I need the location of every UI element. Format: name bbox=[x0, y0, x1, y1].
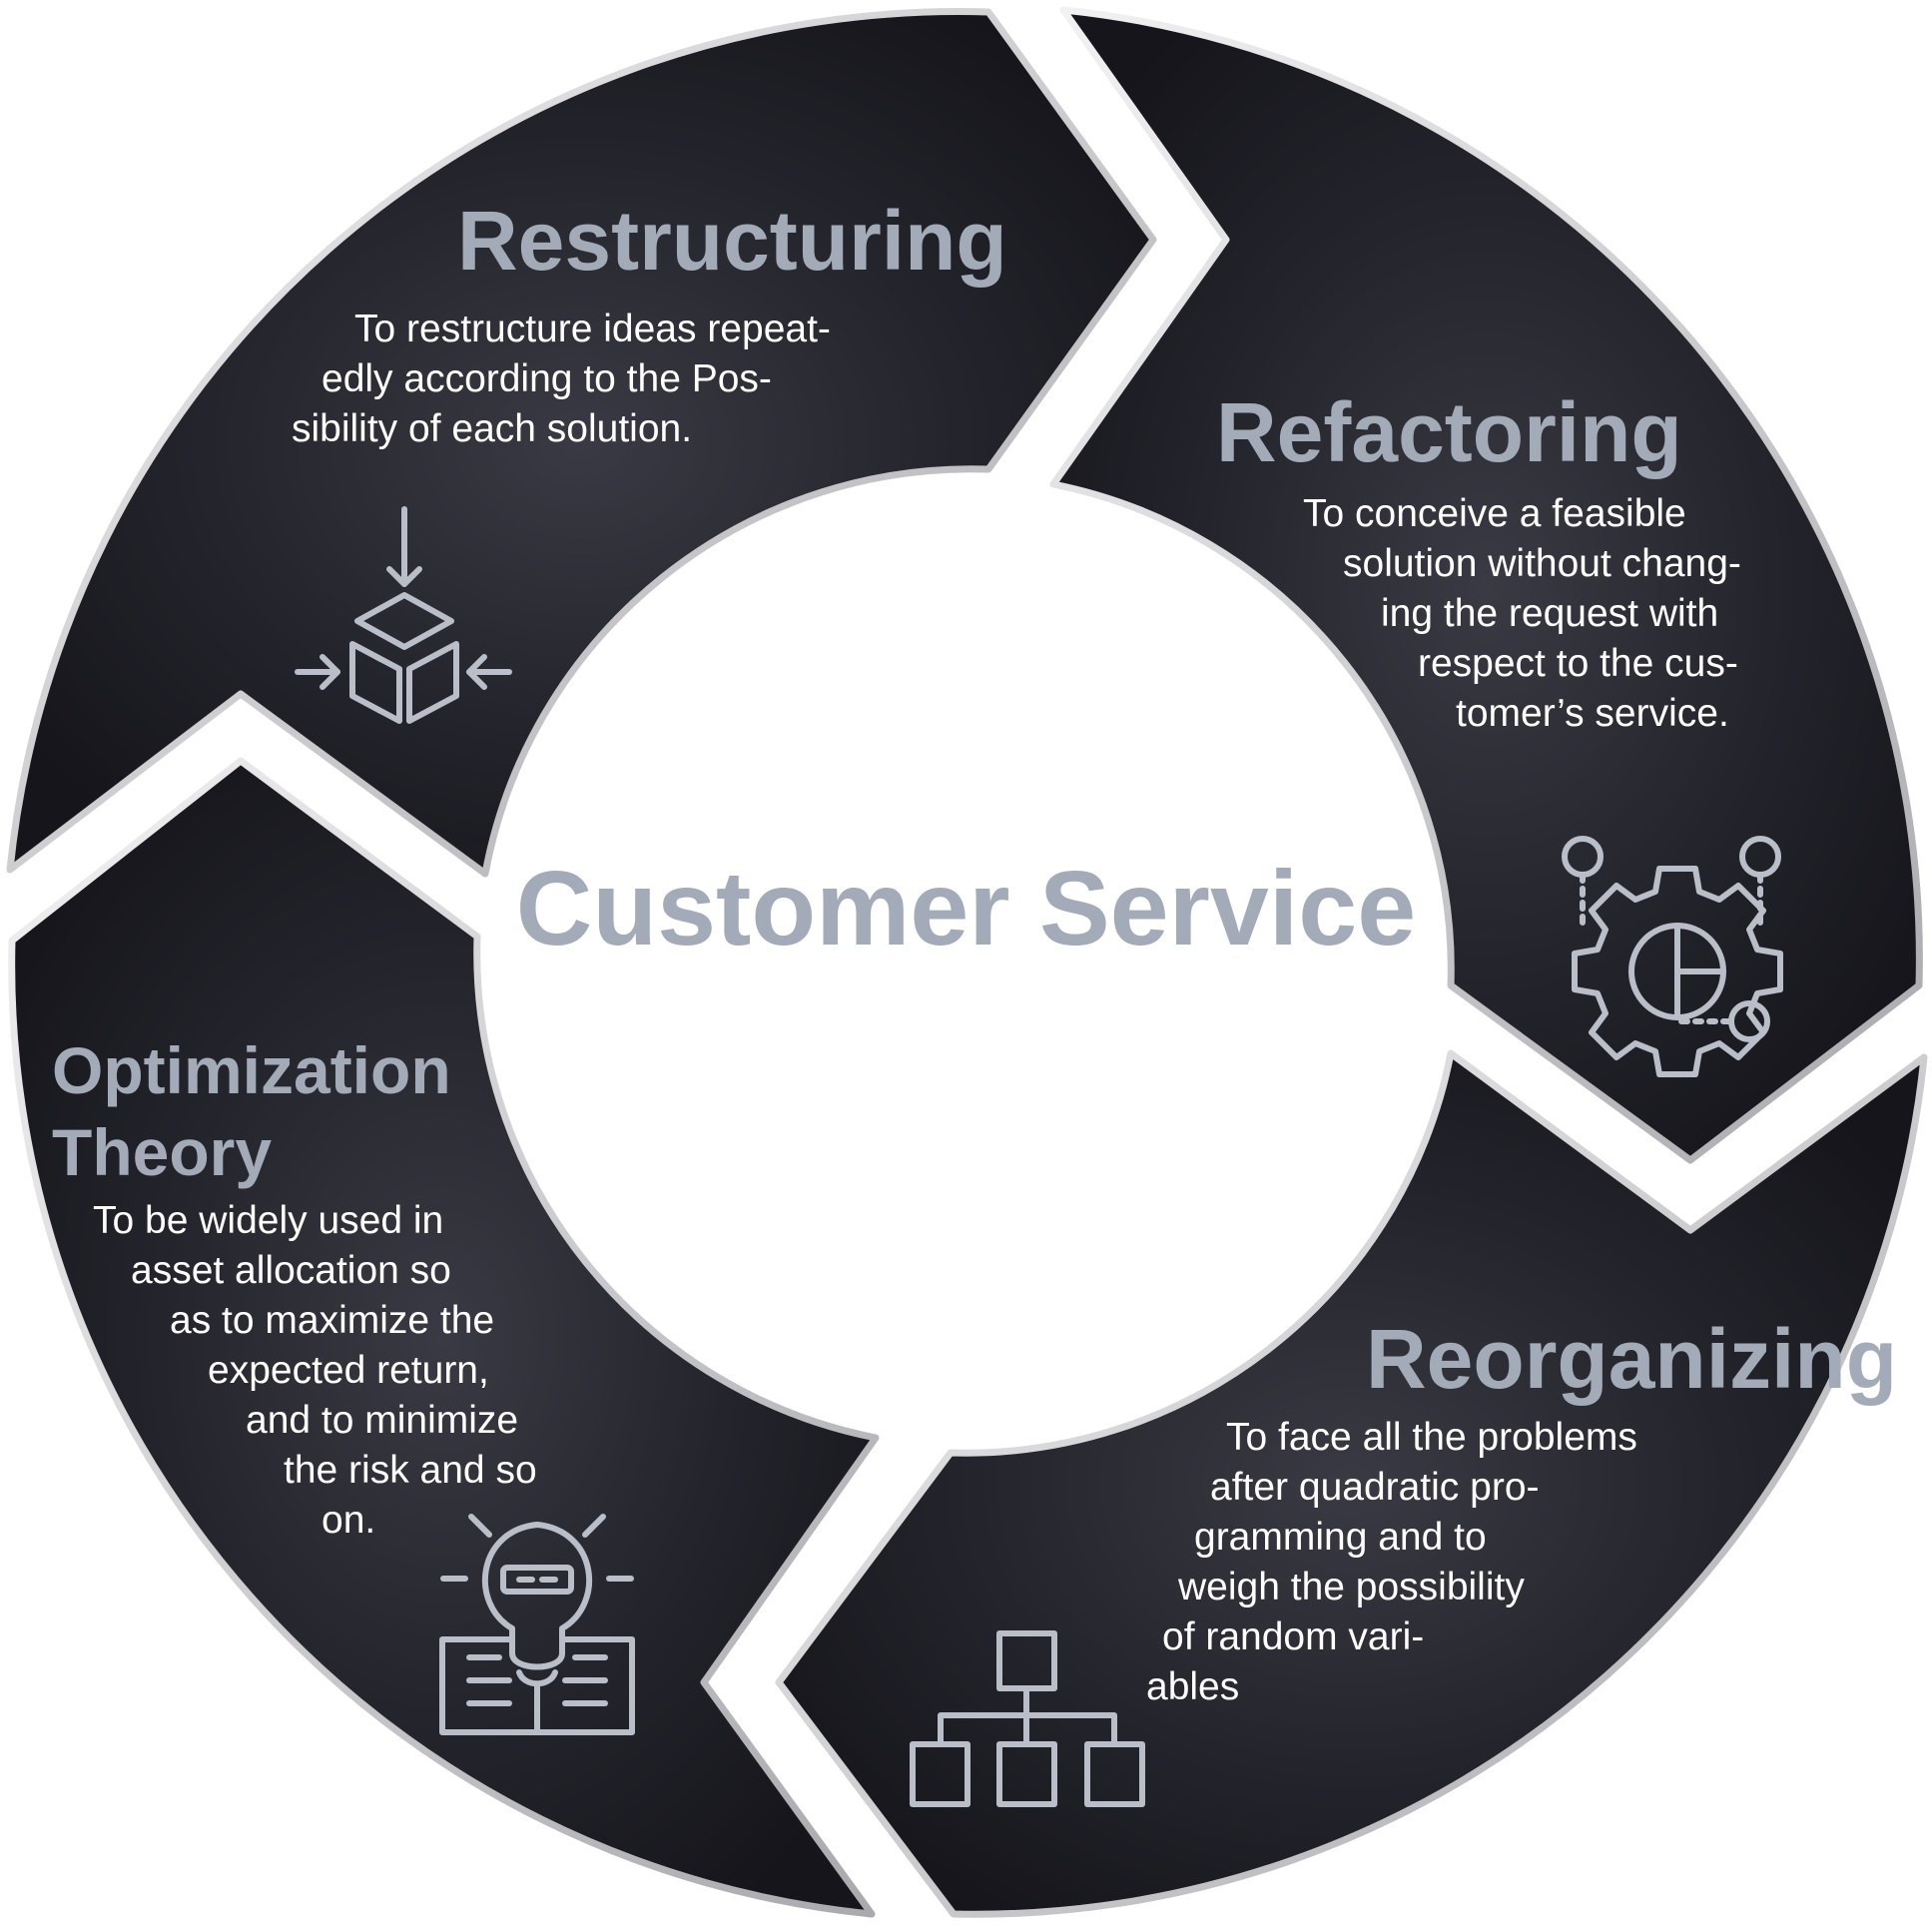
segment-refactoring bbox=[1049, 6, 1923, 1164]
optimization-title-line-1: Optimization bbox=[52, 1033, 451, 1107]
reorganizing-line-1: To face all the problems bbox=[1226, 1416, 1637, 1459]
refactoring-title: Refactoring bbox=[1216, 385, 1682, 479]
reorganizing-title: Reorganizing bbox=[1366, 1312, 1898, 1406]
reorganizing-line-3: gramming and to bbox=[1194, 1516, 1487, 1559]
refactoring-line-3: ing the request with bbox=[1381, 592, 1719, 635]
hierarchy-icon bbox=[910, 1630, 1145, 1807]
optimization-line-7: on. bbox=[322, 1499, 376, 1542]
reorganizing-line-4: weigh the possibility bbox=[1178, 1566, 1525, 1608]
optimization-line-5: and to minimize bbox=[246, 1399, 519, 1442]
reorganizing-line-6: ables bbox=[1146, 1665, 1240, 1708]
optimization-line-2: asset allocation so bbox=[131, 1249, 451, 1292]
segment-restructuring bbox=[6, 8, 1157, 878]
refactoring-line-5: tomer’s service. bbox=[1456, 692, 1729, 735]
restructuring-line-3: sibility of each solution. bbox=[292, 407, 693, 450]
gear-nodes-icon bbox=[1562, 836, 1783, 1077]
optimization-line-1: To be widely used in bbox=[93, 1199, 444, 1242]
optimization-line-6: the risk and so bbox=[284, 1449, 537, 1492]
optimization-line-4: expected return, bbox=[208, 1349, 489, 1392]
refactoring-line-1: To conceive a feasible bbox=[1303, 492, 1686, 535]
reorganizing-line-5: of random vari- bbox=[1162, 1615, 1425, 1658]
restructuring-line-1: To restructure ideas repeat- bbox=[354, 308, 831, 350]
segment-reorganizing bbox=[775, 1049, 1928, 1918]
reorganizing-line-2: after quadratic pro- bbox=[1210, 1466, 1540, 1509]
box-arrows-icon bbox=[295, 506, 512, 724]
lightbulb-book-icon bbox=[439, 1514, 635, 1735]
restructuring-title: Restructuring bbox=[457, 194, 1007, 288]
refactoring-line-4: respect to the cus- bbox=[1418, 642, 1738, 685]
optimization-title-line-2: Theory bbox=[52, 1115, 273, 1189]
segment-optimization-theory bbox=[8, 757, 880, 1918]
refactoring-line-2: solution without chang- bbox=[1343, 542, 1741, 585]
restructuring-line-2: edly according to the Pos- bbox=[322, 357, 772, 400]
optimization-line-3: as to maximize the bbox=[170, 1299, 495, 1342]
center-title: Customer Service bbox=[515, 850, 1417, 967]
